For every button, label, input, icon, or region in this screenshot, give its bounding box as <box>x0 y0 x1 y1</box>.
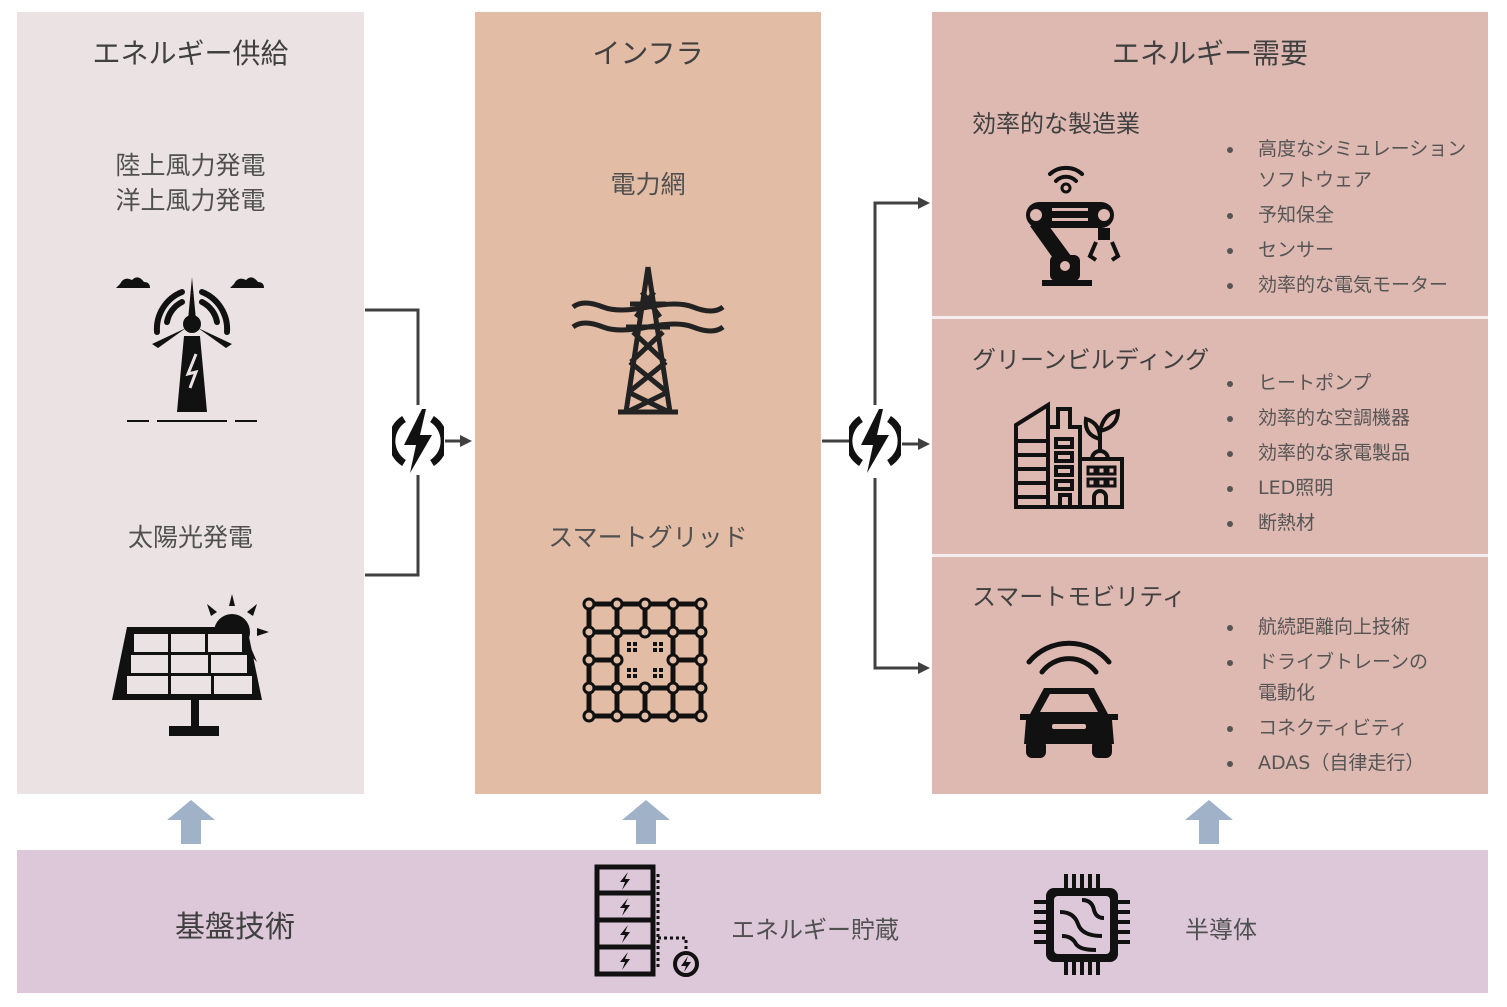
electricity-hub-icon-right <box>849 405 901 477</box>
green-building-list: ヒートポンプ 効率的な空調機器 効率的な家電製品 LED照明 断熱材 <box>1222 366 1410 541</box>
green-building-title: グリーンビルディング <box>972 346 1210 374</box>
green-building-icon <box>1012 397 1127 512</box>
wind-label-offshore: 洋上風力発電 <box>115 186 266 215</box>
up-arrow-demand <box>1185 800 1233 844</box>
supply-to-infra-connector <box>365 308 472 577</box>
list-item: ヒートポンプ <box>1222 366 1410 401</box>
infrastructure-title: インフラ <box>592 37 704 70</box>
list-item: 断熱材 <box>1222 506 1410 541</box>
smart-grid-icon <box>575 590 715 730</box>
list-item-continuation: ソフトウェア <box>1258 169 1373 191</box>
infra-to-demand-connector <box>822 197 930 674</box>
list-item: LED照明 <box>1222 471 1410 506</box>
electricity-hub-icon-left <box>392 405 444 477</box>
smart-mobility-list: 航続距離向上技術 ドライブトレーンの 電動化 コネクティビティ ADAS（自律走… <box>1222 610 1428 781</box>
list-item: 効率的な電気モーター <box>1222 268 1466 303</box>
list-item: ドライブトレーンの <box>1222 645 1428 680</box>
list-item: コネクティビティ <box>1222 711 1428 746</box>
list-item: 効率的な空調機器 <box>1222 401 1410 436</box>
solar-label: 太陽光発電 <box>127 523 253 552</box>
wind-turbine-icon <box>112 262 272 422</box>
infrastructure-panel: インフラ 電力網 スマートグリッド <box>475 12 821 794</box>
connected-car-icon <box>1014 632 1124 762</box>
list-item: センサー <box>1222 233 1466 268</box>
energy-storage-label: エネルギー貯蔵 <box>731 916 899 944</box>
section-divider <box>932 316 1488 319</box>
up-arrow-supply <box>167 800 215 844</box>
list-item: 高度なシミュレーション <box>1222 132 1466 167</box>
semiconductor-label: 半導体 <box>1185 916 1257 944</box>
power-grid-label: 電力網 <box>610 170 686 199</box>
foundation-tech-panel: 基盤技術 エネルギー貯蔵 <box>17 850 1488 993</box>
solar-panel-icon <box>107 582 277 742</box>
smart-mobility-title: スマートモビリティ <box>972 583 1186 611</box>
energy-supply-panel: エネルギー供給 陸上風力発電 洋上風力発電 太陽光発電 <box>17 12 364 794</box>
manufacturing-list: 高度なシミュレーション ソフトウェア 予知保全 センサー 効率的な電気モーター <box>1222 132 1466 303</box>
wind-label-onshore: 陸上風力発電 <box>115 151 266 180</box>
battery-storage-icon <box>592 864 712 979</box>
chip-icon <box>1032 872 1132 977</box>
list-item: ADAS（自律走行） <box>1222 746 1428 781</box>
demand-title: エネルギー需要 <box>1111 37 1308 70</box>
smart-grid-label: スマートグリッド <box>548 523 748 552</box>
list-item: 効率的な家電製品 <box>1222 436 1410 471</box>
supply-title: エネルギー供給 <box>92 37 289 70</box>
foundation-title: 基盤技術 <box>175 910 295 945</box>
robot-arm-icon <box>1012 160 1122 290</box>
list-item: 航続距離向上技術 <box>1222 610 1428 645</box>
list-item: 予知保全 <box>1222 198 1466 233</box>
power-tower-icon <box>568 262 728 422</box>
energy-demand-panel: エネルギー需要 効率的な製造業 高度なシミュレーション ソフトウェア 予知保全 … <box>932 12 1488 794</box>
up-arrow-infra <box>622 800 670 844</box>
section-divider <box>932 554 1488 557</box>
manufacturing-title: 効率的な製造業 <box>972 110 1140 138</box>
list-item-continuation: 電動化 <box>1258 682 1316 704</box>
